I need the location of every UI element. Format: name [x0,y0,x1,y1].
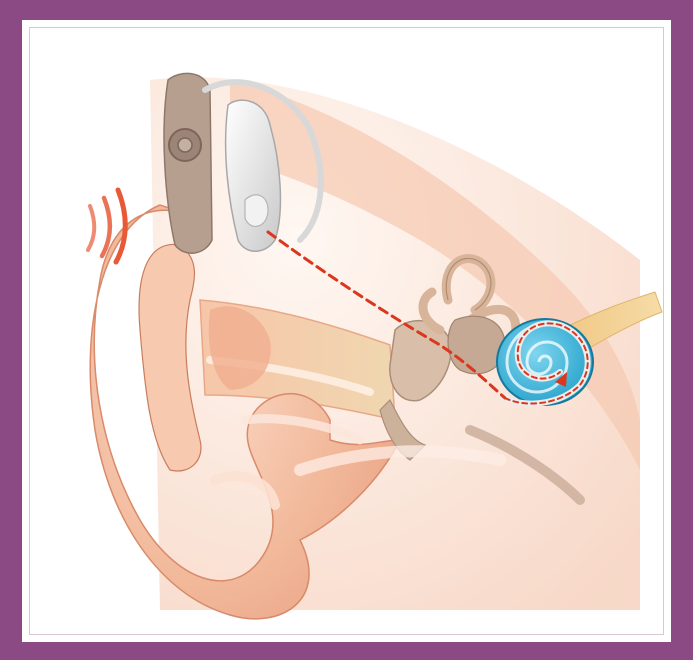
sound-wave-icon [88,190,125,262]
external-processor [164,73,212,253]
cochlea [497,319,593,405]
microphone-port-center [178,138,192,152]
implant-magnet [245,195,268,227]
